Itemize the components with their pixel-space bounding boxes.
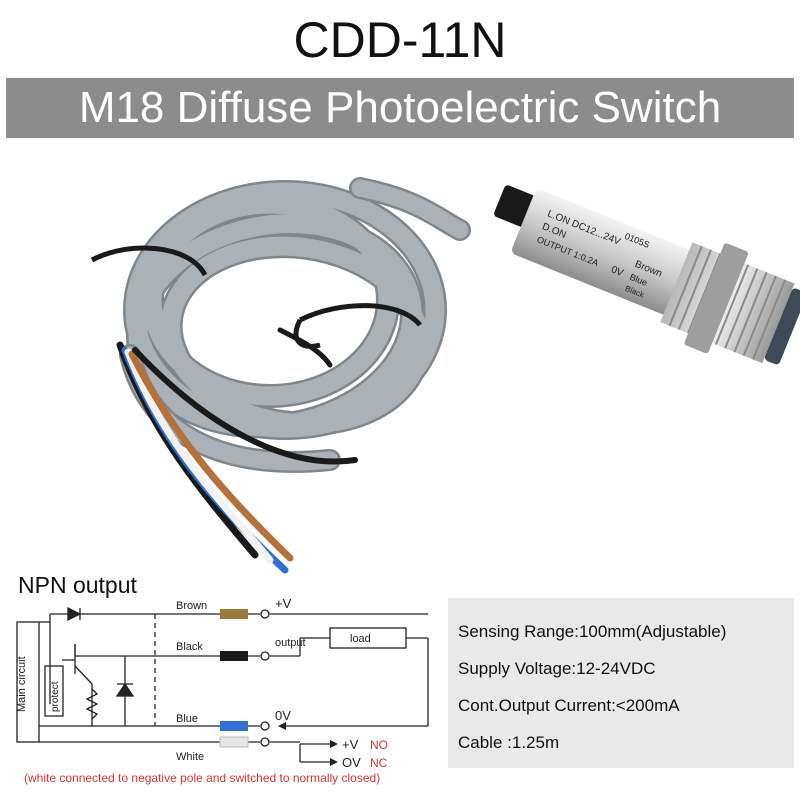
spec-supply-voltage: Supply Voltage:12-24VDC bbox=[458, 659, 656, 678]
protect-label: protect bbox=[50, 681, 61, 712]
terminal-no: NO bbox=[370, 738, 388, 752]
wire-label-brown: Brown bbox=[176, 600, 207, 612]
product-photo: L.ON DC12...24V D.ON OUTPUT 1:0.2A 0105S… bbox=[90, 177, 800, 574]
terminal-output: output bbox=[275, 637, 306, 649]
sensor-body: L.ON DC12...24V D.ON OUTPUT 1:0.2A 0105S… bbox=[494, 185, 800, 365]
wiring-note: (white connected to negative pole and sw… bbox=[24, 771, 381, 785]
terminal-nc: NC bbox=[370, 756, 388, 770]
product-subtitle-banner: M18 Diffuse Photoelectric Switch bbox=[6, 78, 794, 138]
terminal-plus-v: +V bbox=[275, 596, 292, 611]
spec-sensing-range: Sensing Range:100mm(Adjustable) bbox=[458, 622, 727, 641]
main-circuit-label: Main circuit bbox=[16, 656, 28, 712]
black-wire-tag bbox=[220, 651, 248, 661]
npn-wiring-diagram: Main circuit protect Brown Black Blue Wh… bbox=[16, 596, 429, 770]
terminal-ov-2: OV bbox=[342, 755, 361, 770]
load-label: load bbox=[350, 633, 371, 645]
terminal-0v: 0V bbox=[275, 708, 291, 723]
wire-label-black: Black bbox=[176, 641, 203, 653]
wire-label-white: White bbox=[176, 751, 204, 763]
terminal-plus-v-2: +V bbox=[342, 737, 359, 752]
white-wire-tag bbox=[219, 736, 249, 748]
main-circuit-box bbox=[16, 621, 40, 743]
brown-wire-tag bbox=[220, 609, 248, 619]
npn-output-heading: NPN output bbox=[18, 572, 137, 598]
spec-cable-length: Cable :1.25m bbox=[458, 733, 560, 752]
spec-output-current: Cont.Output Current:<200mA bbox=[458, 696, 680, 715]
sensor-label-ov: 0V bbox=[609, 264, 625, 279]
blue-wire-tag bbox=[220, 721, 248, 731]
wire-label-blue: Blue bbox=[176, 713, 198, 725]
spec-panel: Sensing Range:100mm(Adjustable) Supply V… bbox=[448, 598, 794, 768]
loose-wires bbox=[116, 327, 358, 574]
product-model-title: CDD-11N bbox=[293, 12, 507, 68]
